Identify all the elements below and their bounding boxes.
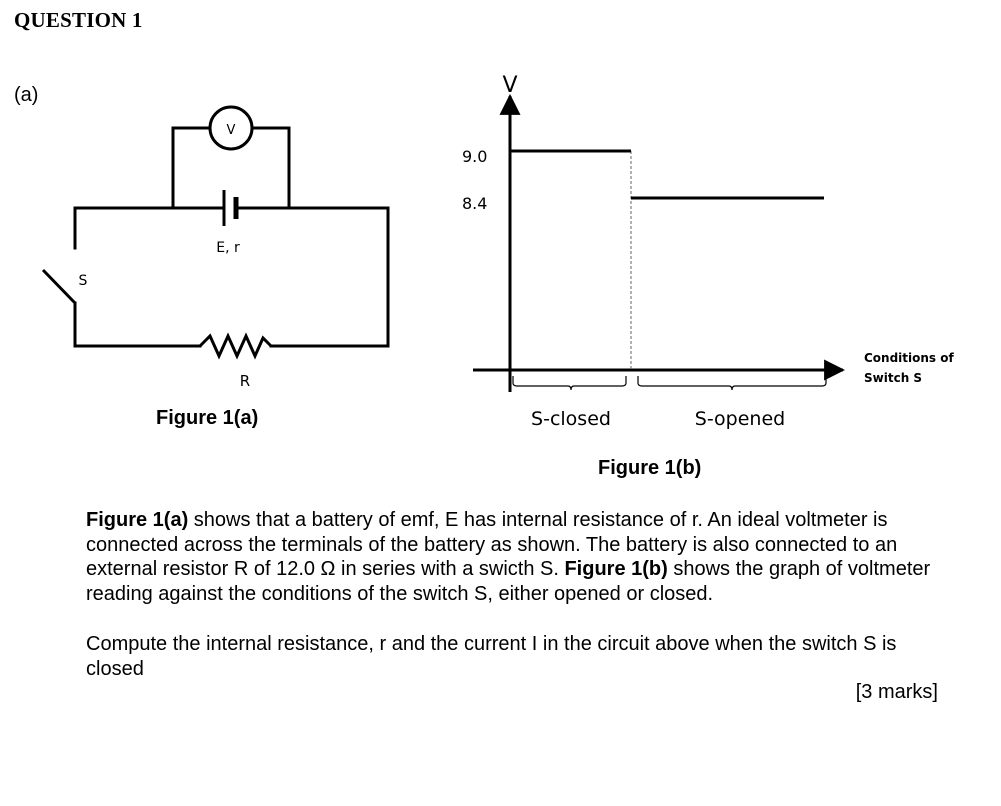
- x-axis-label-line2: Switch S: [864, 371, 922, 385]
- resistor-symbol: [198, 332, 273, 360]
- part-label: (a): [14, 84, 39, 106]
- x-axis-label-line1: Conditions of: [864, 351, 954, 365]
- voltmeter-label: V: [227, 123, 236, 138]
- figure-1b-caption: Figure 1(b): [598, 457, 702, 479]
- switch-label: S: [79, 273, 88, 289]
- description-paragraph: Figure 1(a) shows that a battery of emf,…: [86, 508, 946, 606]
- series-layer: [510, 149, 824, 200]
- task-paragraph: Compute the internal resistance, r and t…: [86, 633, 897, 680]
- figure-1a-reference: Figure 1(a): [86, 509, 189, 531]
- description-text-1: shows that a battery of emf, E has inter…: [86, 509, 898, 580]
- resistor-label: R: [240, 372, 250, 390]
- voltmeter-symbol: [208, 105, 254, 151]
- battery-label: E, r: [216, 240, 240, 256]
- brace-label-s-closed: S-closed: [531, 408, 611, 430]
- brace-s-closed: [512, 376, 627, 391]
- marks-label: [3 marks]: [855, 681, 938, 703]
- brace-label-s-opened: S-opened: [695, 408, 785, 430]
- question-title: QUESTION 1: [14, 8, 143, 32]
- y-tick-label-9-0: 9.0: [462, 147, 487, 166]
- y-axis-label: V: [502, 73, 517, 98]
- description-text-2: shows the graph of voltmeter reading aga…: [86, 558, 931, 605]
- figure-1b-reference: Figure 1(b): [564, 558, 668, 580]
- y-tick-label-8-4: 8.4: [462, 194, 487, 213]
- switch-blade: [41, 268, 77, 305]
- figure-1a-caption: Figure 1(a): [156, 407, 259, 429]
- brace-s-opened: [637, 376, 827, 391]
